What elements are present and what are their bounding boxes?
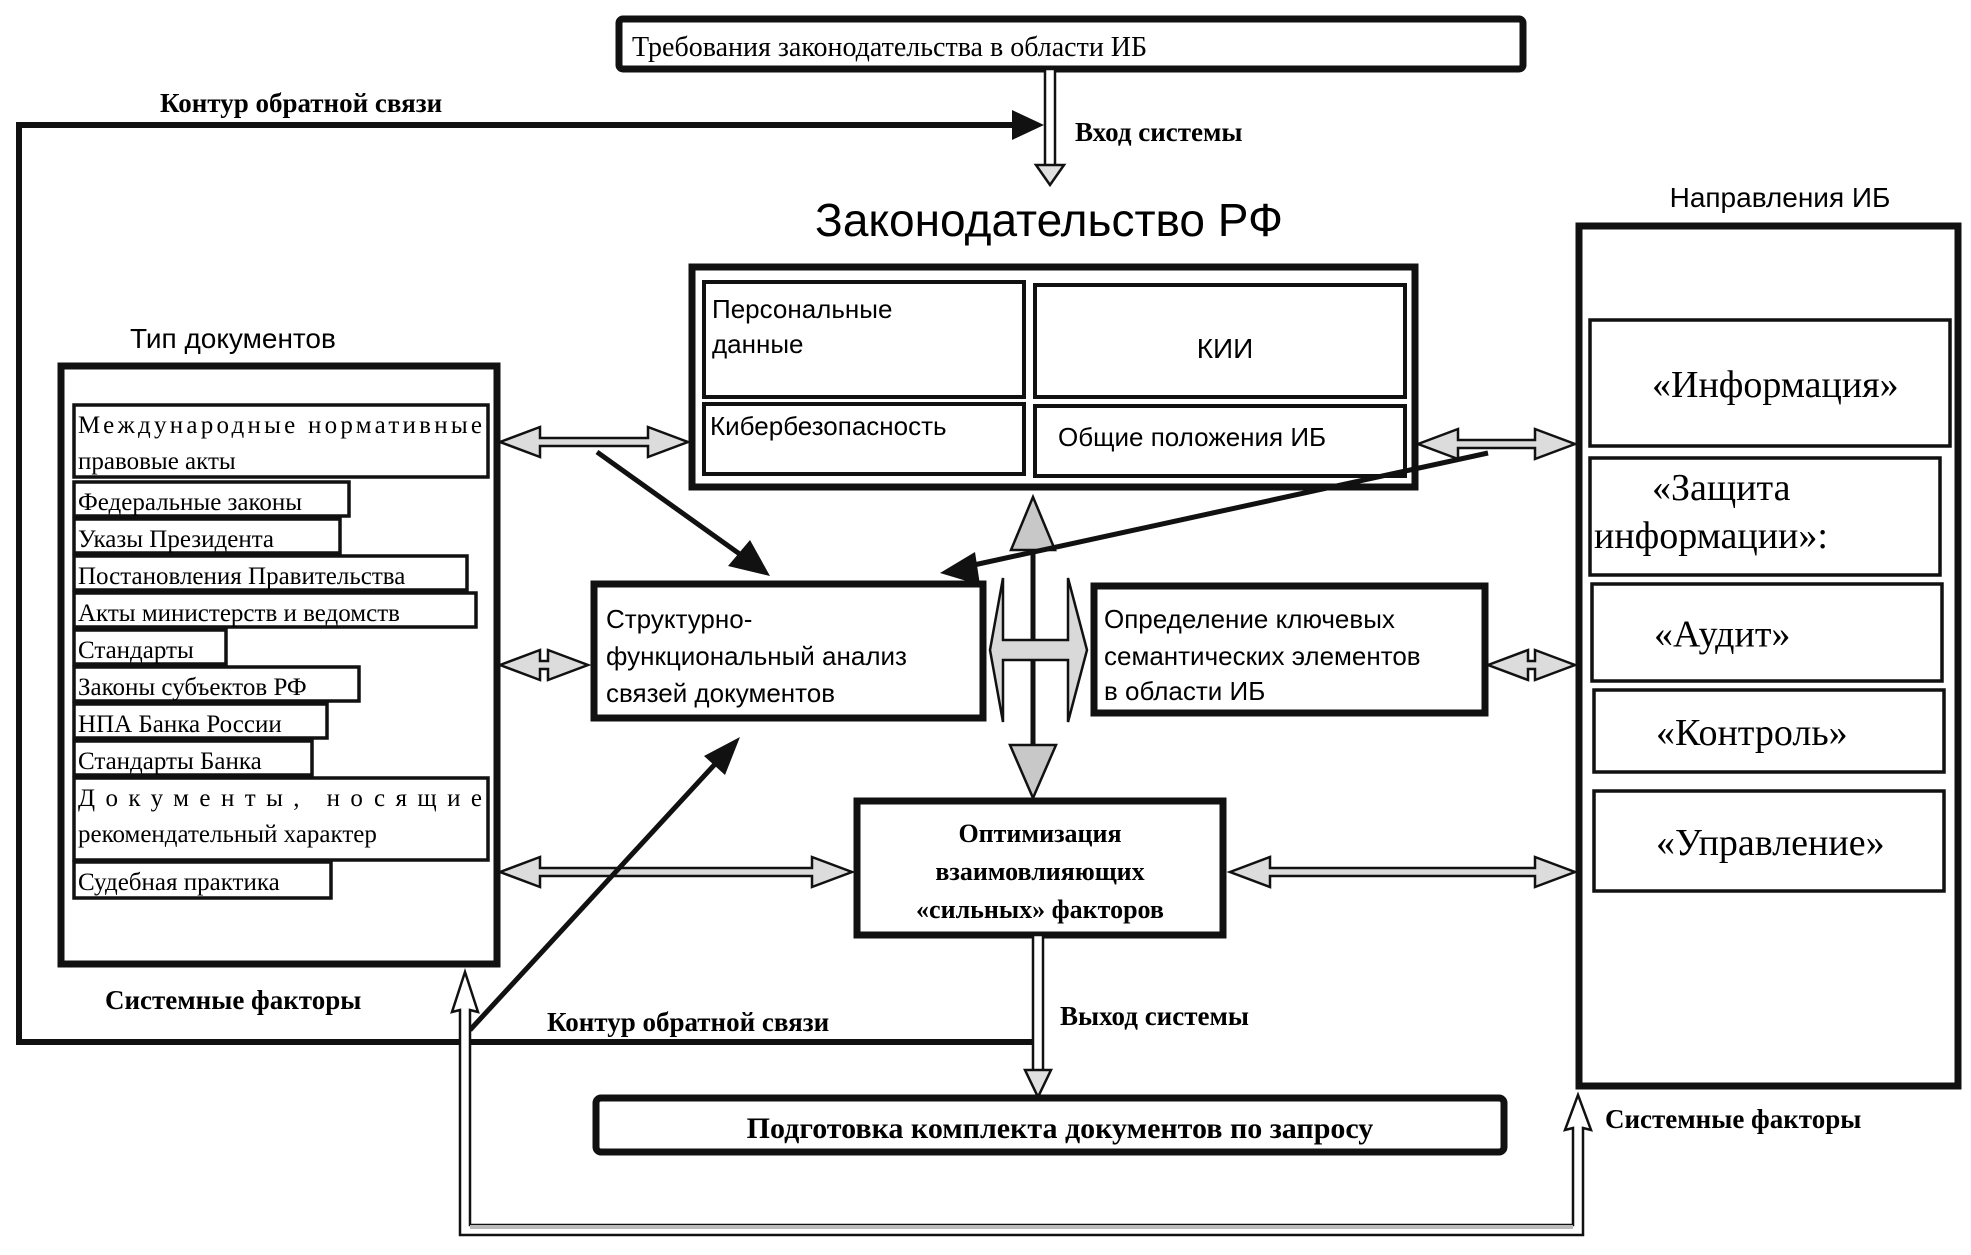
double-arrow-doctypes-legislation <box>496 425 692 459</box>
structural-analysis-line2: функциональный анализ <box>606 641 907 671</box>
system-factors-right: Системные факторы <box>1605 1104 1861 1134</box>
doc-type-text: НПА Банка России <box>78 711 282 738</box>
system-output-label: Выход системы <box>1060 1001 1249 1031</box>
structural-analysis-line1: Структурно- <box>606 604 752 634</box>
double-arrow-doctypes-struct <box>496 648 592 682</box>
legislation-box: Персональные данные КИИ Кибербезопасност… <box>688 263 1419 491</box>
optimization-line3: «сильных» факторов <box>916 895 1164 924</box>
doc-type-text: Судебная практика <box>78 869 280 896</box>
doc-type-text: правовые акты <box>78 448 236 475</box>
doc-type-item: Федеральные законы <box>72 480 351 518</box>
doc-type-text: Международные нормативные <box>78 412 482 439</box>
feedback-label-bottom: Контур обратной связи <box>547 1007 829 1037</box>
directions-list: «Информация» «Защита информации»: «Аудит» «К… <box>1588 318 1952 893</box>
direction-text: «Контроль» <box>1656 712 1848 754</box>
area-personal-data-line2: данные <box>712 329 804 359</box>
area-personal-data <box>702 280 1026 399</box>
doc-type-text: Законы субъектов РФ <box>78 674 307 701</box>
doc-type-item: Постановления Правительства <box>72 554 469 592</box>
double-arrow-doctypes-optimization <box>496 855 856 889</box>
doc-type-item: Документы, носящие рекомендательный харак… <box>72 776 490 862</box>
area-general-text: Общие положения ИБ <box>1058 422 1326 452</box>
system-input-label: Вход системы <box>1075 117 1243 147</box>
area-cybersecurity <box>702 402 1026 476</box>
direction-text: «Управление» <box>1656 822 1885 864</box>
direction-text: информации»: <box>1594 515 1828 557</box>
semantic-elements-line2: семантических элементов <box>1104 641 1421 671</box>
direction-text: «Информация» <box>1652 364 1899 406</box>
direction-item: «Аудит» <box>1590 582 1944 683</box>
output-box: Подготовка комплекта документов по запро… <box>592 1094 1508 1156</box>
doc-types-list: Международные нормативные правовые актыФе… <box>72 403 490 900</box>
area-kii <box>1033 283 1407 399</box>
directions-title: Направления ИБ <box>1670 182 1891 213</box>
system-output-arrow <box>1023 933 1053 1100</box>
structural-analysis-line3: связей документов <box>606 678 835 708</box>
direction-text: «Аудит» <box>1654 614 1790 656</box>
requirements-text: Требования законодательства в области ИБ <box>632 32 1147 63</box>
feedback-arrowhead <box>1012 110 1044 140</box>
legislation-title: Законодательство РФ <box>815 194 1283 246</box>
feedback-loop-left <box>16 110 1044 1045</box>
direction-item: «Контроль» <box>1592 688 1946 774</box>
double-arrows <box>496 425 1579 889</box>
doc-type-item: Стандарты <box>72 628 228 666</box>
direction-item: «Управление» <box>1592 789 1946 893</box>
structural-analysis-box: Структурно- функциональный анализ связей… <box>590 580 987 722</box>
doc-type-text: Стандарты Банка <box>78 748 262 775</box>
semantic-elements-line1: Определение ключевых <box>1104 604 1395 634</box>
requirements-box: Требования законодательства в области ИБ <box>615 15 1527 73</box>
doc-type-item: Указы Президента <box>72 517 342 555</box>
semantic-elements-box: Определение ключевых семантических элеме… <box>1090 582 1489 717</box>
area-cybersecurity-text: Кибербезопасность <box>710 411 947 441</box>
feedback-label-top: Контур обратной связи <box>160 88 442 118</box>
struct-semantic-double-arrow <box>988 577 1089 723</box>
arrowhead-to-struct-1 <box>728 540 770 576</box>
area-general <box>1033 404 1407 478</box>
doc-type-text: Стандарты <box>78 637 194 664</box>
system-factors-loop <box>450 967 1593 1237</box>
doc-type-item: Законы субъектов РФ <box>72 665 361 703</box>
direction-item: «Защита информации»: <box>1588 456 1942 577</box>
optimization-line2: взаимовлияющих <box>935 857 1144 886</box>
area-kii-text: КИИ <box>1197 333 1254 364</box>
doc-type-item: Стандарты Банка <box>72 739 314 777</box>
semantic-elements-line3: в области ИБ <box>1104 676 1265 706</box>
doc-type-text: рекомендательный характер <box>78 821 377 848</box>
doc-type-text: Документы, носящие <box>78 785 482 812</box>
doc-type-text: Указы Президента <box>78 526 274 553</box>
output-box-text: Подготовка комплекта документов по запро… <box>747 1112 1374 1145</box>
direction-item: «Информация» <box>1588 318 1952 448</box>
doc-type-text: Постановления Правительства <box>78 563 405 590</box>
doc-type-item: НПА Банка России <box>72 702 329 740</box>
arrowhead-to-struct-3 <box>704 737 740 775</box>
doc-types-title: Тип документов <box>130 323 336 354</box>
double-arrow-optimization-directions <box>1226 855 1579 889</box>
double-arrow-semantic-directions <box>1484 648 1579 682</box>
diagonal-arrows <box>468 449 1489 1032</box>
doc-type-text: Акты министерств и ведомств <box>78 600 400 627</box>
direction-text: «Защита <box>1652 467 1791 509</box>
doc-type-item: Судебная практика <box>72 860 333 900</box>
system-factors-left: Системные факторы <box>105 985 361 1015</box>
double-arrow-legislation-directions <box>1414 427 1579 461</box>
area-personal-data-line1: Персональные <box>712 294 892 324</box>
system-input-arrow <box>1033 67 1067 188</box>
doc-type-item: Акты министерств и ведомств <box>72 591 478 629</box>
doc-type-item: Международные нормативные правовые акты <box>72 403 490 479</box>
optimization-box: Оптимизация взаимовлияющих «сильных» фак… <box>853 797 1227 939</box>
arrowhead-to-struct-2 <box>940 552 980 585</box>
doc-type-text: Федеральные законы <box>78 489 302 516</box>
optimization-line1: Оптимизация <box>958 819 1121 848</box>
